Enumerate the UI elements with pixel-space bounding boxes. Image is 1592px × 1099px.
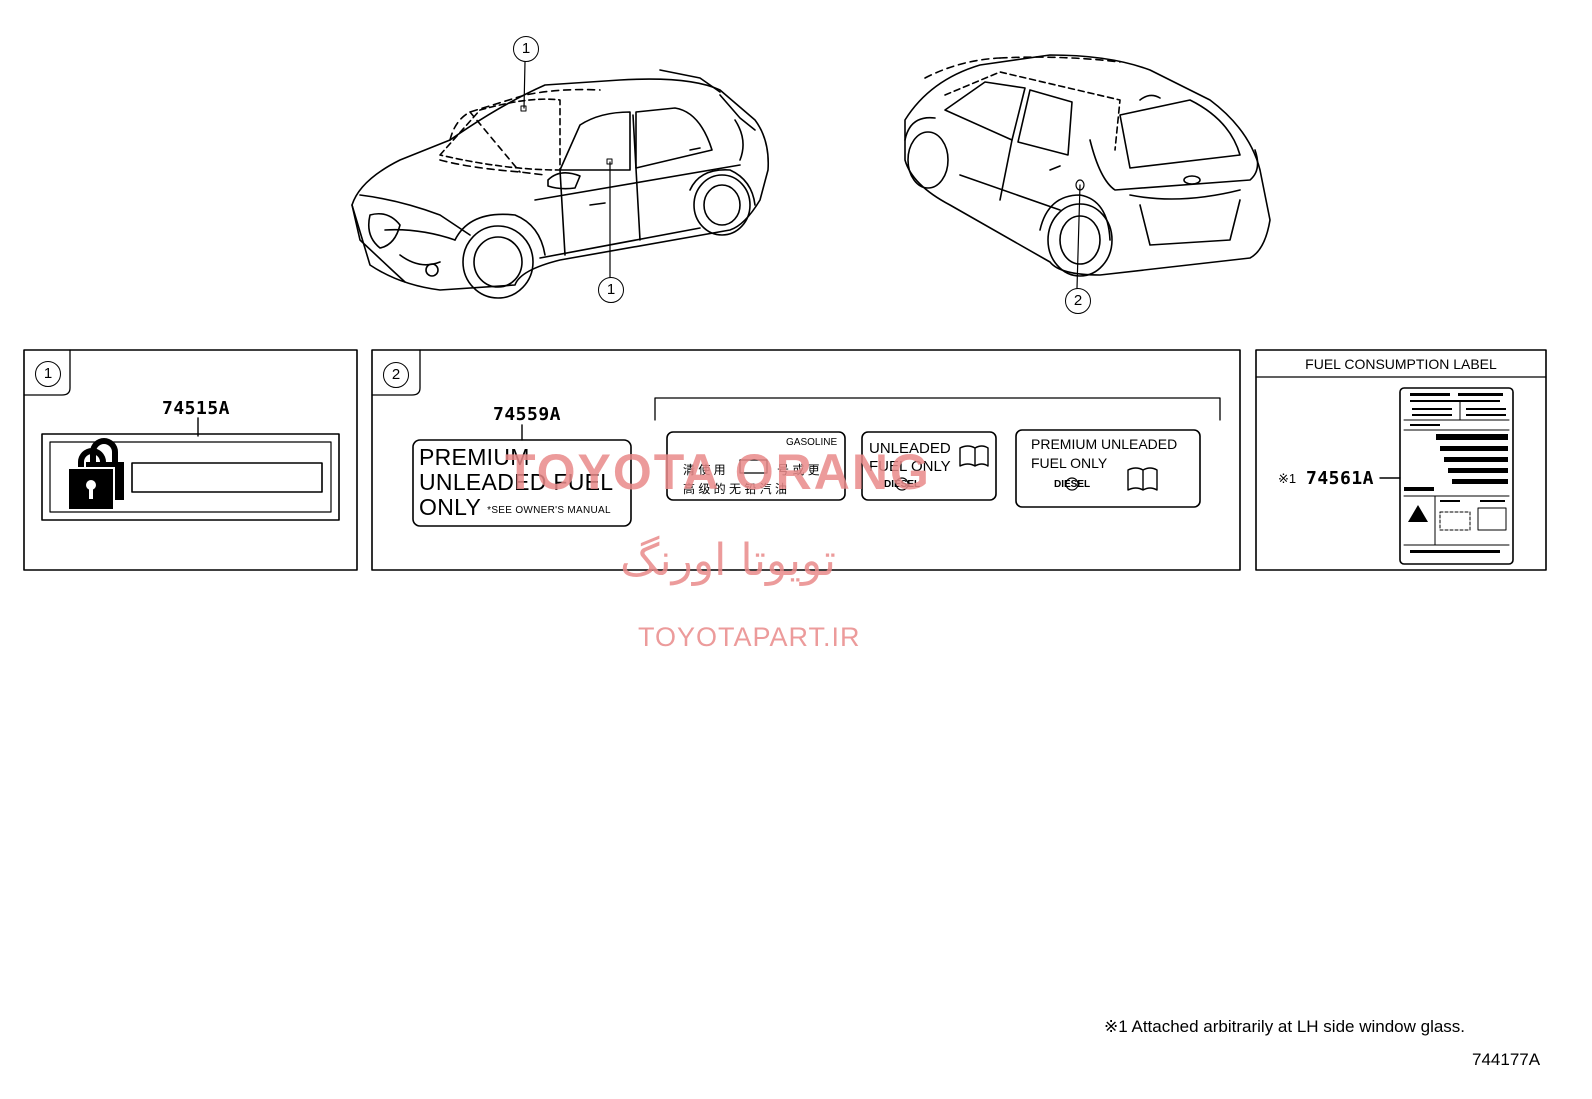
callout-1-door: 1 <box>598 277 624 303</box>
panel-1-frame <box>23 349 358 571</box>
premium-line-3: ONLY*SEE OWNER'S MANUAL <box>419 494 611 520</box>
diagram-id: 744177A <box>1472 1050 1541 1069</box>
panel-2-frame <box>371 349 1241 571</box>
gasoline-line-2: 高 级 的 无 铅 汽 油 <box>683 482 788 496</box>
callout-2-fuel-door: 2 <box>1065 288 1091 314</box>
watermark-url: TOYOTAPART.IR <box>638 622 861 652</box>
lock-icon <box>67 438 124 511</box>
callout-1-top: 1 <box>513 36 539 62</box>
watermark-persian: تویوتا اورنگ <box>620 535 836 586</box>
unleaded-fuel-label: UNLEADED FUEL ONLY <box>869 440 951 476</box>
panel-2-callout: 2 <box>383 362 409 388</box>
premium-fuel-label: PREMIUM UNLEADED FUEL ONLY*SEE OWNER'S M… <box>419 445 613 523</box>
gasoline-line-1b: 号 或 更 <box>777 463 820 477</box>
premium-note: *SEE OWNER'S MANUAL <box>487 505 611 516</box>
premium-unleaded-line-2: FUEL ONLY <box>1031 455 1108 471</box>
rear-car-illustration <box>904 54 1271 289</box>
unleaded-line-2: FUEL ONLY <box>869 458 951 475</box>
premium-unleaded-diesel-mark: DIESEL <box>1054 479 1091 490</box>
premium-unleaded-line-1: PREMIUM UNLEADED <box>1031 436 1178 452</box>
panel-1-part-number: 74515A <box>162 398 231 419</box>
panel-3-frame <box>1255 349 1547 571</box>
panel-2-part-number: 74559A <box>493 404 562 425</box>
gasoline-line-1: 清 使 用 <box>683 463 726 477</box>
premium-line-1: PREMIUM <box>419 444 530 470</box>
unleaded-diesel-mark: DIESEL <box>884 479 921 490</box>
panel-3-title: FUEL CONSUMPTION LABEL <box>1305 356 1497 372</box>
watermark-brand: TOYOTA ORANG <box>505 444 931 500</box>
panel-1-callout: 1 <box>35 361 61 387</box>
gasoline-title: GASOLINE <box>786 437 838 448</box>
premium-line-2: UNLEADED FUEL <box>419 469 614 495</box>
front-car-illustration <box>351 61 770 299</box>
panel-3-part-number: 74561A <box>1306 468 1375 489</box>
footer-note: ※1 Attached arbitrarily at LH side windo… <box>1104 1017 1466 1036</box>
panel-3-note-mark: ※1 <box>1278 471 1297 486</box>
unleaded-line-1: UNLEADED <box>869 440 951 457</box>
